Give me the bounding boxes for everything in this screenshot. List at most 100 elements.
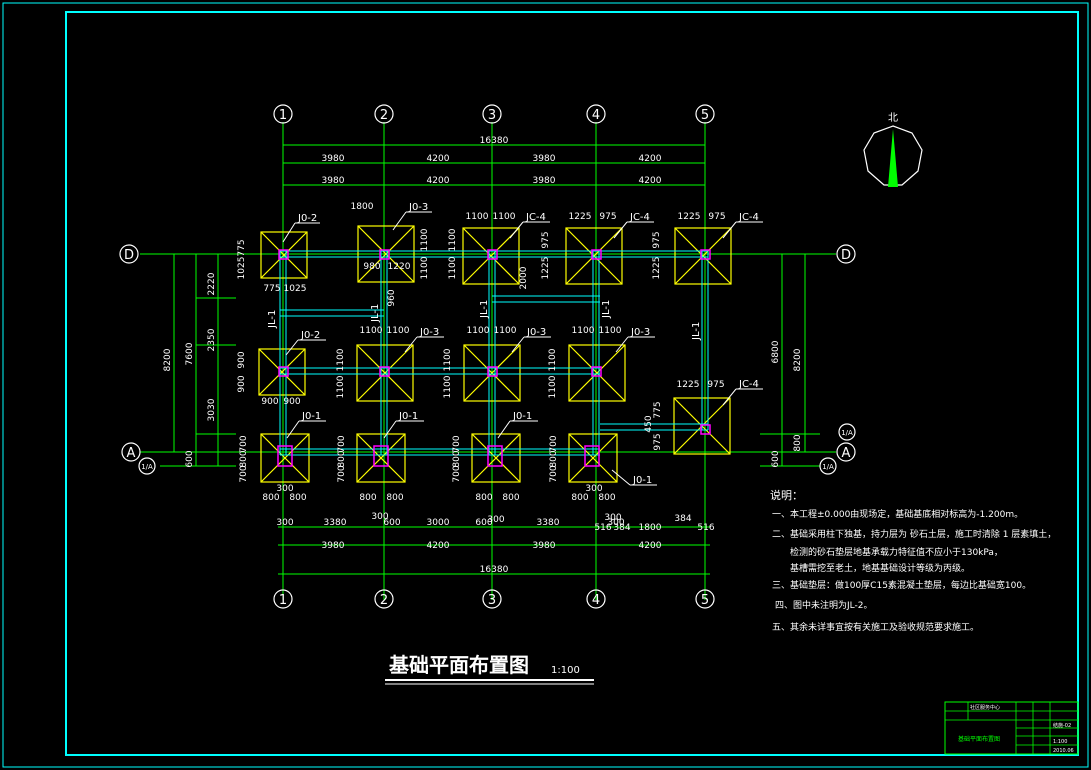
label-jo1-a1: J0-1 — [301, 411, 321, 422]
label-jo1-a3: J0-1 — [512, 411, 532, 422]
note-2b: 检测的砂石垫层地基承载力特征值不应小于130kPa， — [790, 546, 1003, 558]
dim-b-span-1: 3980 — [322, 541, 345, 551]
dim-b-span-3: 3980 — [533, 541, 556, 551]
dim-mid-jo3-1100i: 1100 — [443, 348, 453, 371]
dim-mid-jo2-900d: 900 — [283, 397, 300, 407]
label-jo3-mid3: J0-3 — [630, 327, 650, 338]
dim-b-600b: 600 — [475, 518, 492, 528]
note-4: 四、图中未注明为JL-2。 — [775, 599, 873, 611]
dim-jc4b-975: 975 — [599, 212, 616, 222]
dim-a4-300: 300 — [585, 484, 602, 494]
note-2: 二、基础采用柱下独基，持力层为 砂石土层，施工时清除 1 层素填土， — [772, 528, 1056, 540]
drawing-scale: 1:100 — [551, 665, 580, 676]
dim-jc4a-1100a: 1100 — [466, 212, 489, 222]
dim-a2-700b: 700 — [337, 465, 347, 482]
title-block-scale: 1:100 — [1053, 739, 1067, 745]
dim-jc4a-775: 775 — [653, 401, 663, 418]
dim-mid-jo3-1100a: 1100 — [360, 326, 383, 336]
dim-left-7600: 7600 — [185, 342, 195, 365]
axis-label-right-1a: 1/A — [822, 463, 834, 471]
label-jc4-d2: JC-4 — [629, 212, 650, 223]
note-5: 五、其余未详事宜按有关施工及验收规范要求施工。 — [772, 621, 979, 633]
title-block: 社区服务中心 基础平面布置图 结施-02 1:100 2010.06 — [944, 701, 1079, 755]
note-1: 一、本工程±0.000由现场定，基础基底相对标高为-1.200m。 — [772, 508, 1023, 520]
axis-label-right-d: D — [841, 248, 851, 263]
axis-label-bottom-3: 3 — [488, 593, 496, 608]
footings — [258, 225, 732, 483]
label-jl1-5: JL-1 — [691, 322, 702, 341]
axis-label-top-4: 4 — [592, 108, 600, 123]
dim-a1-700a: 700 — [239, 435, 249, 452]
dim-jc4c-1225: 1225 — [678, 212, 701, 222]
dim-left-2220: 2220 — [207, 272, 217, 295]
label-jo2-mid: J0-2 — [300, 330, 320, 341]
axis-label-left-1a: 1/A — [141, 463, 153, 471]
dim-top-span-3b: 3980 — [533, 176, 556, 186]
a-row-dimensions: 700 800 700 700 800 700 700 800 700 700 … — [239, 380, 725, 503]
dim-jo3-1100b: 1100 — [420, 256, 430, 279]
label-jc4-d3: JC-4 — [738, 212, 759, 223]
columns — [277, 249, 711, 467]
dim-a3-800a: 800 — [475, 493, 492, 503]
footing-labels: J0-2 J0-3 JC-4 JC-4 JC-4 J0-2 J0-3 J0-3 … — [267, 202, 763, 486]
dim-jc4a-2000: 2000 — [519, 266, 529, 289]
axis-label-bottom-5: 5 — [701, 593, 709, 608]
axis-label-top-3: 3 — [488, 108, 496, 123]
dim-b-384a: 384 — [613, 523, 630, 533]
dim-jc4a-1225: 1225 — [677, 380, 700, 390]
dim-top-span-3a: 3980 — [533, 154, 556, 164]
dim-jo2-1025: 1025 — [237, 257, 247, 280]
dim-jo3-980: 980 — [363, 262, 380, 272]
dim-jc4a-1100b: 1100 — [493, 212, 516, 222]
axis-label-bottom-4: 4 — [592, 593, 600, 608]
dim-top-span-1a: 3980 — [322, 154, 345, 164]
dim-b-span-4: 4200 — [639, 541, 662, 551]
axis-label-right-a: A — [842, 446, 851, 461]
label-jc4-d1: JC-4 — [525, 212, 546, 223]
dim-left-600: 600 — [185, 450, 195, 467]
axis-label-top-2: 2 — [380, 108, 388, 123]
dim-mid-jo3-1100b: 1100 — [387, 326, 410, 336]
dim-right-6800: 6800 — [771, 340, 781, 363]
dim-jo2-775b: 775 — [263, 284, 280, 294]
dim-mid-jo2-900c: 900 — [261, 397, 278, 407]
title-block-drawing-name: 基础平面布置图 — [958, 735, 1000, 743]
dim-mid-jo3-1100d: 1100 — [494, 326, 517, 336]
left-dimensions: 8200 7600 2220 2350 3030 600 900 900 900… — [163, 272, 622, 467]
dim-a4-800: 800 — [549, 450, 559, 467]
dim-jc4a-975v: 975 — [653, 433, 663, 450]
label-jl1-left: JL-1 — [267, 310, 278, 329]
dim-a3-800: 800 — [452, 450, 462, 467]
dim-top-span-4b: 4200 — [639, 176, 662, 186]
dim-a3-700b: 700 — [452, 465, 462, 482]
title-block-date: 2010.06 — [1053, 748, 1074, 754]
dim-b-516a: 516 — [594, 523, 611, 533]
title-block-project: 社区服务中心 — [970, 704, 1000, 711]
dim-right-8200: 8200 — [793, 348, 803, 371]
dim-b-1800: 1800 — [639, 523, 662, 533]
dim-b-3000: 3000 — [427, 518, 450, 528]
label-jl1-4: JL-1 — [601, 300, 612, 319]
dim-jc4a-975: 975 — [541, 231, 551, 248]
axis-label-bottom-1: 1 — [279, 593, 287, 608]
dim-jc4c-975: 975 — [708, 212, 725, 222]
dim-jc4b-1225v: 1225 — [652, 257, 662, 280]
label-jo1-a4: J0-1 — [632, 475, 652, 486]
title-block-code: 结施-02 — [1053, 722, 1071, 729]
axis-bubbles — [119, 104, 856, 609]
dim-b-overall: 16380 — [480, 565, 509, 575]
dim-a1-800: 800 — [239, 450, 249, 467]
axis-label-left-d: D — [124, 248, 134, 263]
dim-mid-jo2-900a: 900 — [237, 351, 247, 368]
tie-beams — [279, 250, 709, 456]
dim-mid-jo3-1100e: 1100 — [572, 326, 595, 336]
bottom-dimensions: 300 3380 600 3000 600 3380 516 384 1800 … — [276, 512, 714, 575]
dim-jc4a-975: 975 — [707, 380, 724, 390]
dim-mid-jo3-1100l: 1100 — [548, 375, 558, 398]
dim-b-3380b: 3380 — [537, 518, 560, 528]
dim-jo2-775: 775 — [237, 239, 247, 256]
dim-a4-800b: 800 — [598, 493, 615, 503]
axis-label-bottom-2: 2 — [380, 593, 388, 608]
label-jl1-2: JL-1 — [370, 304, 381, 323]
